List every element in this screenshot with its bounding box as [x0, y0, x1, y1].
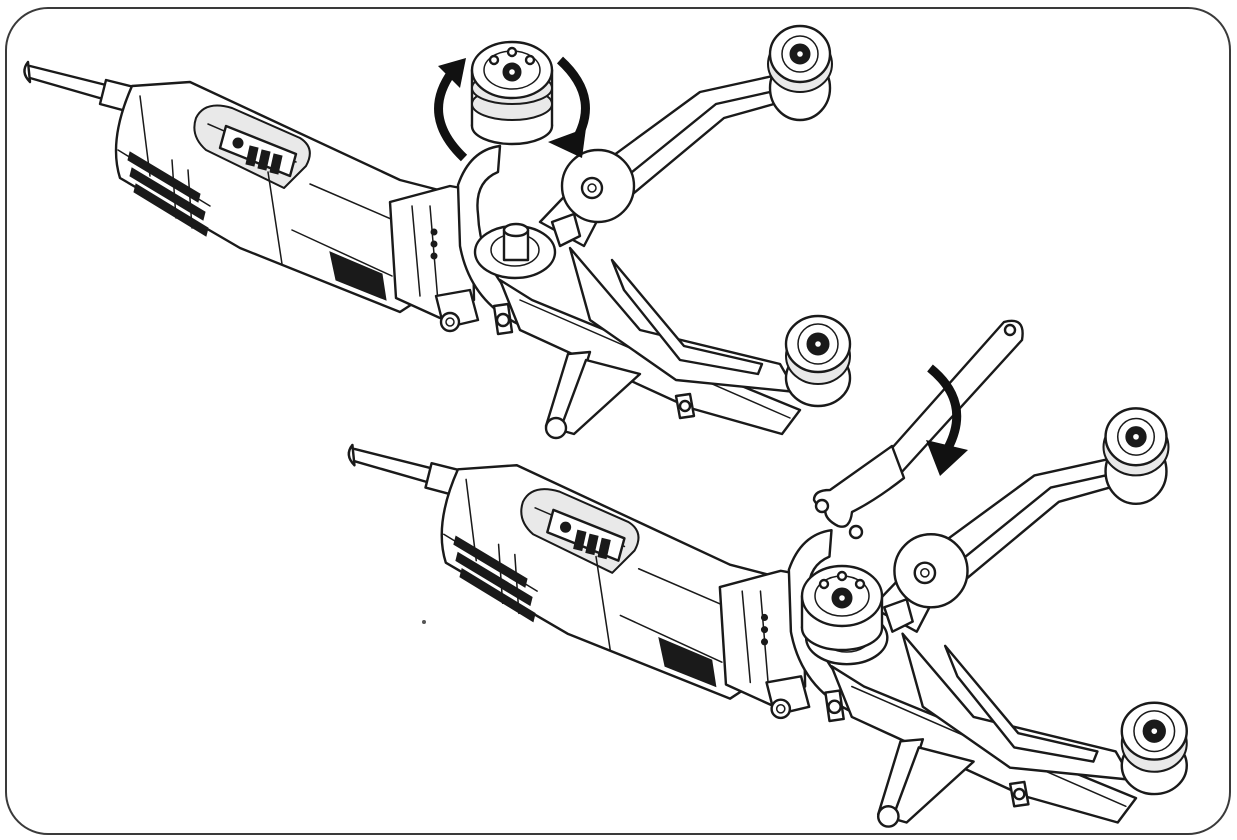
curved-down-arrow-icon	[926, 364, 968, 476]
rotation-arrows-icon	[434, 56, 590, 162]
step-1-assembly	[23, 24, 852, 440]
drive-wheel-mounted	[800, 564, 884, 652]
scan-speck	[422, 620, 426, 624]
step-2-assembly	[347, 319, 1188, 828]
drive-wheel	[470, 40, 554, 146]
